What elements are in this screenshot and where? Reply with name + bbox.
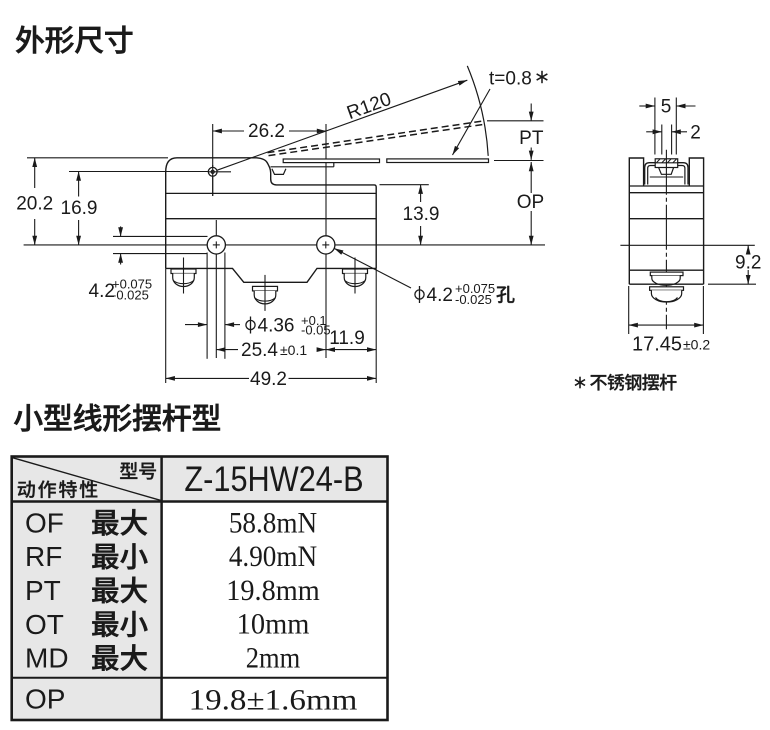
- svg-text:25.4: 25.4: [241, 340, 278, 361]
- svg-text:11.9: 11.9: [329, 328, 365, 349]
- svg-text:19.8±1.6mm: 19.8±1.6mm: [189, 683, 358, 716]
- svg-text:+0.075: +0.075: [112, 277, 152, 292]
- svg-text:+0.075: +0.075: [455, 281, 495, 296]
- svg-text:OF: OF: [25, 507, 64, 538]
- svg-text:4.36: 4.36: [258, 316, 295, 337]
- svg-text:t=0.8: t=0.8: [489, 69, 532, 90]
- svg-text:OP: OP: [25, 684, 65, 715]
- svg-text:-0.025: -0.025: [455, 292, 492, 307]
- svg-text:PT: PT: [519, 128, 544, 149]
- svg-text:26.2: 26.2: [248, 121, 285, 142]
- svg-text:Z-15HW24-B: Z-15HW24-B: [184, 460, 363, 499]
- svg-text:4.90mN: 4.90mN: [229, 540, 317, 573]
- svg-text:13.9: 13.9: [403, 204, 440, 225]
- svg-text:2mm: 2mm: [246, 642, 301, 675]
- svg-text:16.9: 16.9: [61, 198, 98, 219]
- svg-text:49.2: 49.2: [250, 369, 287, 390]
- svg-text:OP: OP: [517, 192, 544, 213]
- svg-text:R120: R120: [344, 89, 394, 124]
- svg-text:9.2: 9.2: [735, 253, 761, 274]
- svg-text:+0.1: +0.1: [301, 313, 327, 328]
- svg-text:±0.2: ±0.2: [683, 337, 710, 353]
- svg-text:20.2: 20.2: [16, 194, 53, 215]
- svg-text:4.2: 4.2: [427, 285, 453, 306]
- svg-text:19.8mm: 19.8mm: [226, 574, 320, 607]
- svg-text:±0.1: ±0.1: [280, 342, 307, 358]
- svg-text:4.2: 4.2: [89, 281, 115, 302]
- svg-text:RF: RF: [25, 541, 62, 572]
- svg-text:5: 5: [661, 97, 672, 118]
- svg-text:17.45: 17.45: [632, 334, 682, 356]
- svg-text:-0.025: -0.025: [112, 288, 149, 303]
- svg-text:PT: PT: [25, 575, 61, 606]
- svg-text:2: 2: [690, 123, 701, 144]
- svg-text:OT: OT: [25, 609, 64, 640]
- svg-text:-0.05: -0.05: [301, 323, 331, 338]
- svg-text:58.8mN: 58.8mN: [229, 506, 317, 539]
- svg-text:MD: MD: [25, 643, 69, 674]
- svg-text:10mm: 10mm: [237, 608, 310, 641]
